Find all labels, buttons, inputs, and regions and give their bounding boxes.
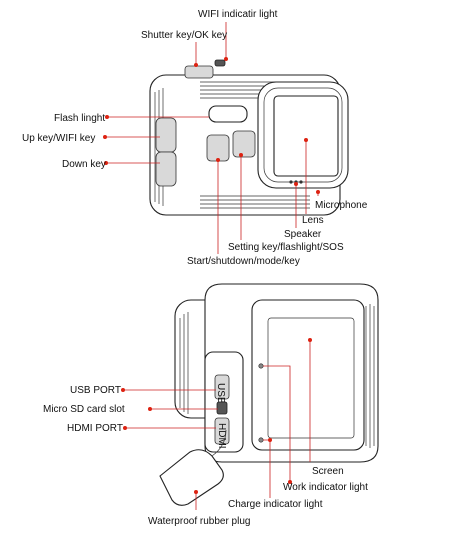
top-leaders	[103, 22, 320, 254]
start-shutdown-key	[206, 134, 230, 162]
micro-sd-slot	[216, 401, 228, 415]
flash-light	[208, 105, 248, 123]
usb-port-label: USB PORT	[70, 385, 121, 396]
screen-bezel	[251, 299, 365, 451]
rubber-plug-label: Waterproof rubber plug	[148, 516, 250, 527]
screen	[267, 317, 355, 439]
top-camera	[149, 59, 349, 216]
micro-sd-label: Micro SD card slot	[43, 404, 125, 415]
charge-indicator-light	[258, 437, 264, 443]
right-ribs	[365, 304, 375, 448]
work-light-label: Work indicator light	[283, 482, 368, 493]
hdmi-port-label: HDMI PORT	[67, 423, 123, 434]
wifi-light-label: WIFI indicatir light	[198, 9, 278, 20]
waterproof-rubber-plug	[159, 449, 224, 506]
bottom-leaders	[121, 338, 312, 510]
bottom-camera: USB HDMI	[159, 283, 379, 506]
up-key	[155, 117, 177, 153]
microphone-label: Microphone	[315, 200, 368, 211]
hdmi-marking: HDMI	[216, 423, 227, 449]
top-camera-bottom-ribs	[200, 195, 310, 209]
usb-port	[214, 374, 230, 400]
work-indicator-light	[258, 363, 264, 369]
start-key-label: Start/shutdown/mode/key	[187, 256, 300, 267]
lens-label: Lens	[302, 215, 324, 226]
shutter-key	[184, 65, 214, 79]
setting-key-label: Setting key/flashlight/SOS	[228, 242, 344, 253]
wifi-indicator-light	[214, 59, 226, 67]
down-key-label: Down key	[62, 159, 106, 170]
top-labels: WIFI indicatir light Shutter key/OK key …	[22, 9, 368, 267]
shutter-key-label: Shutter key/OK key	[141, 30, 227, 41]
top-camera-top-ribs	[200, 81, 310, 99]
charge-light-label: Charge indicator light	[228, 499, 323, 510]
up-key-label: Up key/WIFI key	[22, 133, 95, 144]
flash-light-label: Flash linght	[54, 113, 105, 124]
bottom-labels: USB PORT Micro SD card slot HDMI PORT Sc…	[43, 385, 368, 527]
setting-key	[232, 130, 256, 158]
usb-marking: USB	[215, 383, 226, 404]
screen-label: Screen	[312, 466, 344, 477]
speaker-label: Speaker	[284, 229, 322, 240]
down-key	[155, 151, 177, 187]
